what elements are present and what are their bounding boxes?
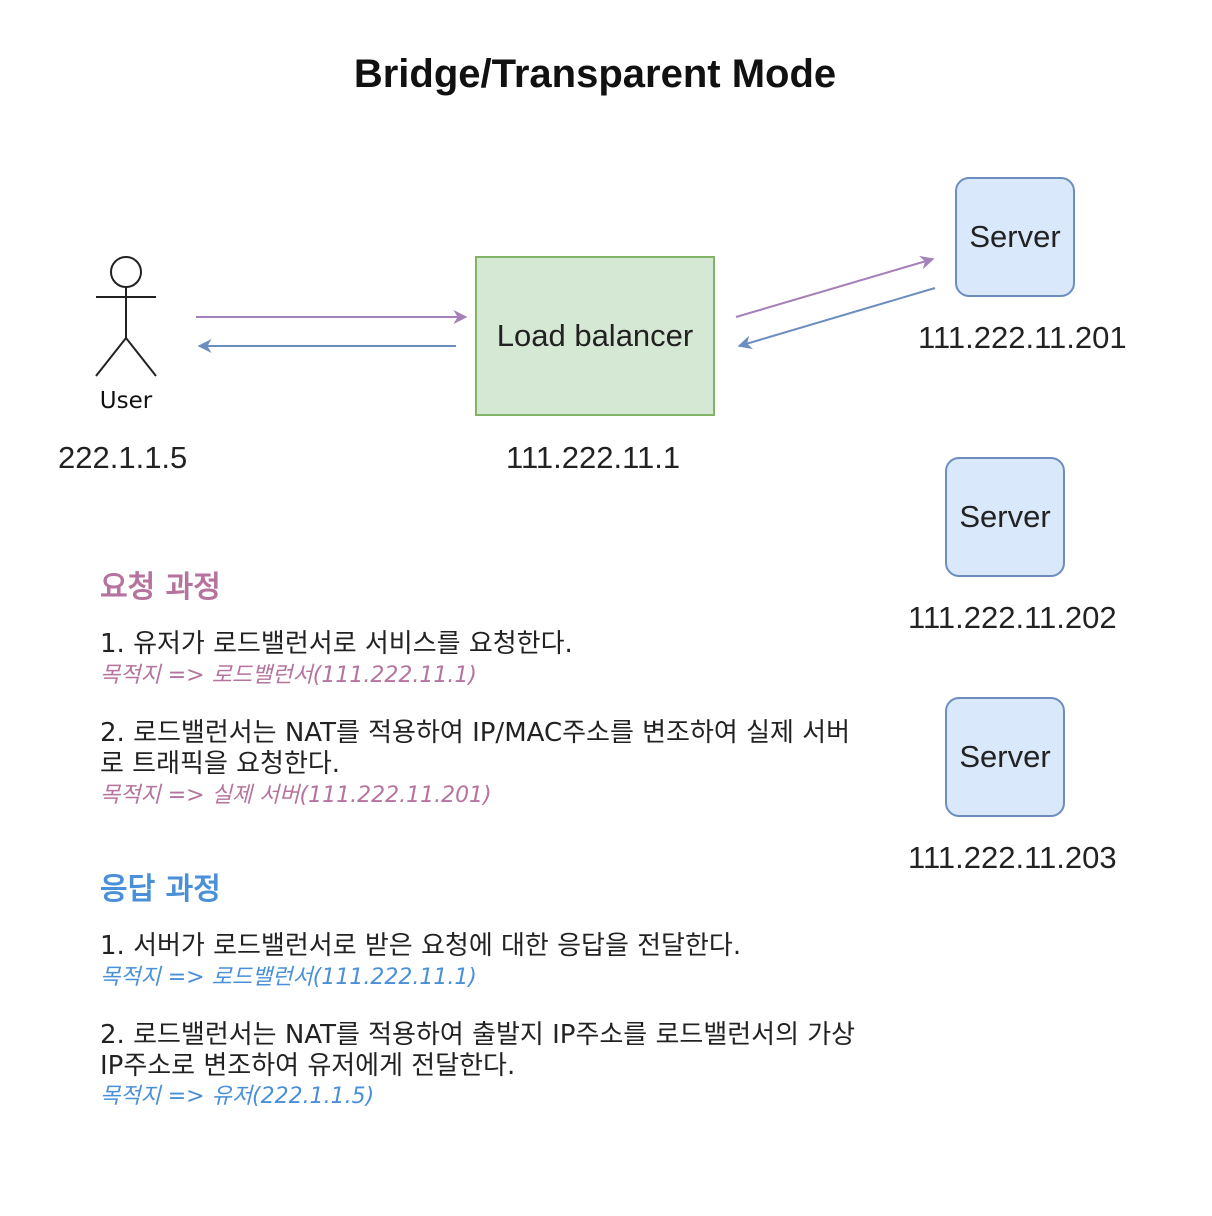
response-arrow-server-to-lb — [737, 287, 936, 350]
load-balancer-ip: 111.222.11.1 — [506, 440, 681, 475]
request-step-2-text: 2. 로드밸런서는 NAT를 적용하여 IP/MAC주소를 변조하여 실제 서버… — [100, 718, 851, 779]
user-label: User — [99, 388, 153, 414]
response-step-2-text: 2. 로드밸런서는 NAT를 적용하여 출발지 IP주소를 로드밸런서의 가상 … — [100, 1020, 856, 1081]
server-node-2: Server — [945, 457, 1065, 577]
server-3-ip: 111.222.11.203 — [908, 840, 1117, 875]
request-step-2-destination: 목적지 => 실제 서버(111.222.11.201) — [100, 783, 492, 808]
load-balancer-node: Load balancer — [475, 256, 715, 416]
server-3-label: Server — [959, 739, 1051, 774]
server-node-1: Server — [955, 177, 1075, 297]
server-1-label: Server — [969, 219, 1061, 254]
response-step-1-destination: 목적지 => 로드밸런서(111.222.11.1) — [100, 965, 477, 990]
request-step-1-destination: 목적지 => 로드밸런서(111.222.11.1) — [100, 663, 477, 688]
user-ip: 222.1.1.5 — [58, 440, 188, 475]
diagram-title: Bridge/Transparent Mode — [353, 52, 837, 96]
server-1-ip: 111.222.11.201 — [918, 320, 1127, 355]
request-arrow-lb-to-server — [735, 255, 935, 318]
response-step-2-destination: 목적지 => 유저(222.1.1.5) — [100, 1084, 375, 1109]
user-actor-icon — [95, 256, 157, 377]
server-2-label: Server — [959, 499, 1051, 534]
request-section-heading: 요청 과정 — [100, 570, 221, 605]
server-2-ip: 111.222.11.202 — [908, 600, 1117, 635]
load-balancer-label: Load balancer — [496, 318, 694, 353]
server-node-3: Server — [945, 697, 1065, 817]
response-section-heading: 응답 과정 — [100, 872, 221, 907]
response-step-1-text: 1. 서버가 로드밸런서로 받은 요청에 대한 응답을 전달한다. — [100, 931, 742, 961]
request-step-1-text: 1. 유저가 로드밸런서로 서비스를 요청한다. — [100, 629, 573, 659]
